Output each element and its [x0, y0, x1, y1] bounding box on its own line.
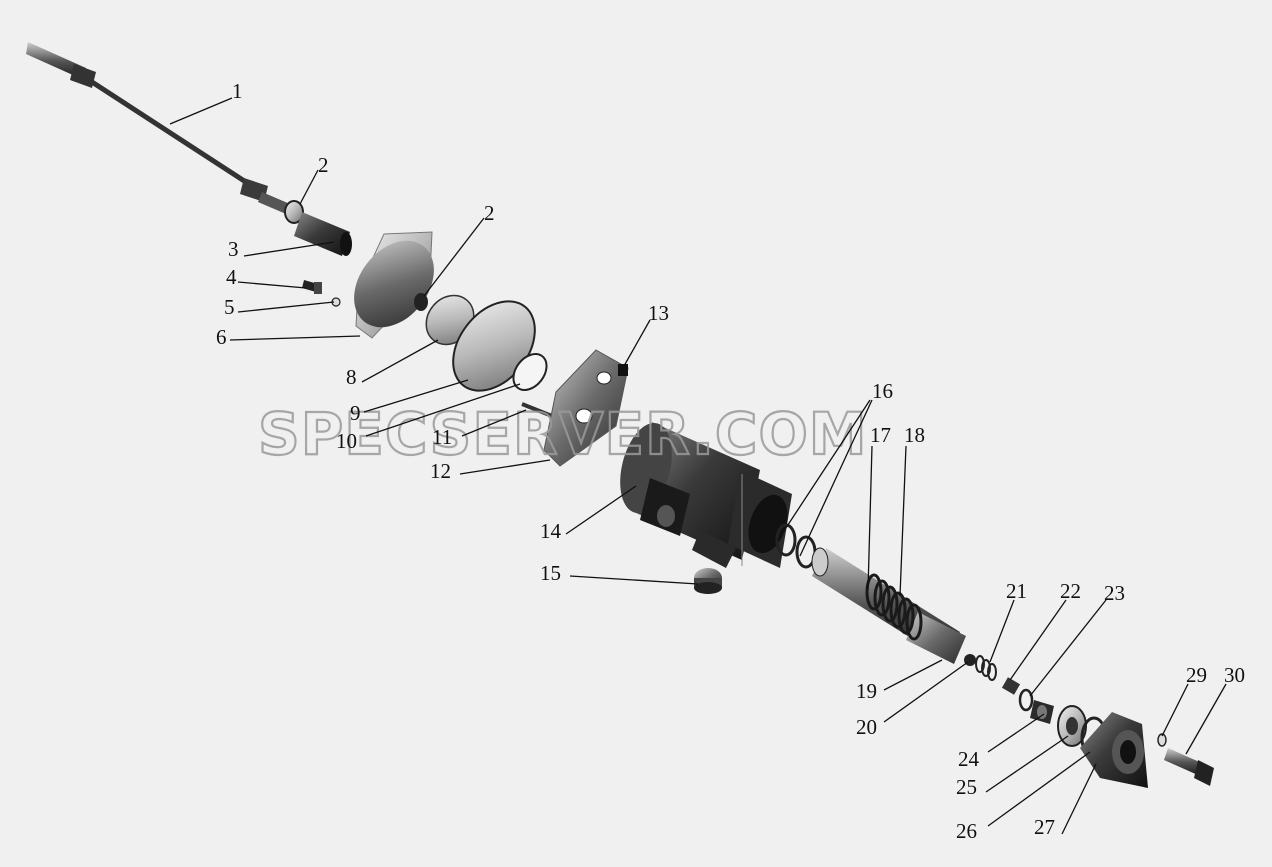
- label-13: 13: [648, 301, 669, 325]
- label-14: 14: [540, 519, 562, 543]
- label-21: 21: [1006, 579, 1027, 603]
- label-10: 10: [336, 429, 357, 453]
- label-27: 27: [1034, 815, 1055, 839]
- part-1-push-rod: [26, 42, 290, 214]
- label-16: 16: [872, 379, 893, 403]
- part-6-cover: [354, 231, 434, 339]
- part-29-washer: [1157, 733, 1167, 747]
- part-15-cap: [694, 568, 722, 594]
- label-25: 25: [956, 775, 977, 799]
- label-2-second: 2: [484, 201, 495, 225]
- part-27-end-flange: [1080, 712, 1148, 788]
- part-3-sleeve: [294, 212, 352, 256]
- label-5: 5: [224, 295, 235, 319]
- callout-labels: 1 2 3 4 5 6 2 8 9 10 11 12 13 14 15 16 1…: [216, 79, 1245, 843]
- watermark: SPECSERVER.COM: [258, 400, 867, 468]
- label-19: 19: [856, 679, 877, 703]
- label-8: 8: [346, 365, 357, 389]
- label-29: 29: [1186, 663, 1207, 687]
- label-9: 9: [350, 401, 361, 425]
- label-24: 24: [958, 747, 980, 771]
- label-6: 6: [216, 325, 227, 349]
- label-11: 11: [432, 425, 452, 449]
- part-22-nut: [1001, 677, 1021, 695]
- label-3: 3: [228, 237, 239, 261]
- label-20: 20: [856, 715, 877, 739]
- label-22: 22: [1060, 579, 1081, 603]
- part-10-disc: [512, 353, 548, 391]
- part-30-bolt: [1164, 748, 1214, 786]
- part-13-plug: [618, 364, 628, 376]
- label-15: 15: [540, 561, 561, 585]
- label-1: 1: [232, 79, 243, 103]
- label-12: 12: [430, 459, 451, 483]
- part-2-seal: [414, 293, 428, 311]
- label-18: 18: [904, 423, 925, 447]
- label-4: 4: [226, 265, 237, 289]
- leader-lines: [169, 97, 1227, 835]
- label-2: 2: [318, 153, 329, 177]
- part-16-oring-a: [775, 523, 797, 557]
- part-23-ring: [1018, 688, 1034, 712]
- label-26: 26: [956, 819, 977, 843]
- label-17: 17: [870, 423, 891, 447]
- label-23: 23: [1104, 581, 1125, 605]
- part-2-ring: [284, 200, 304, 224]
- label-30: 30: [1224, 663, 1245, 687]
- part-24-valve: [1030, 700, 1054, 724]
- part-4-screw: [302, 280, 322, 294]
- part-18-spring: [865, 573, 923, 641]
- part-21-spring: [975, 655, 997, 681]
